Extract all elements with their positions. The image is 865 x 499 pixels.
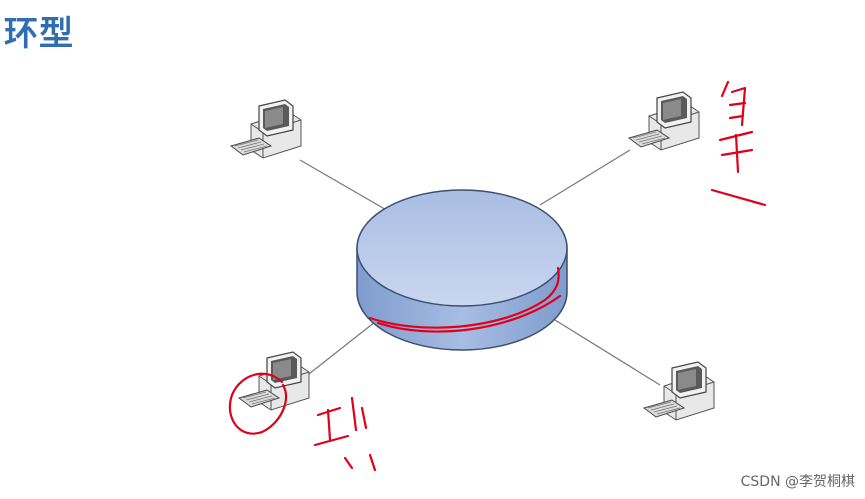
computer-top-left	[230, 99, 302, 159]
slide-title: 环型	[4, 14, 74, 54]
link-top-left	[299, 159, 396, 216]
watermark-text: CSDN @李贺桐棋	[740, 474, 855, 490]
ring-hub	[356, 189, 568, 351]
link-bottom-right	[554, 319, 661, 386]
computer-bottom-left	[238, 351, 310, 411]
glyph-bottom-left	[313, 396, 377, 472]
computer-top-right	[628, 91, 700, 151]
glyph-top-right	[710, 80, 767, 207]
computer-bottom-right	[643, 361, 715, 421]
circle-scribble	[228, 372, 288, 435]
ring-scribble	[368, 266, 562, 333]
handwritten-annotations	[228, 80, 767, 472]
link-top-right	[539, 149, 631, 206]
